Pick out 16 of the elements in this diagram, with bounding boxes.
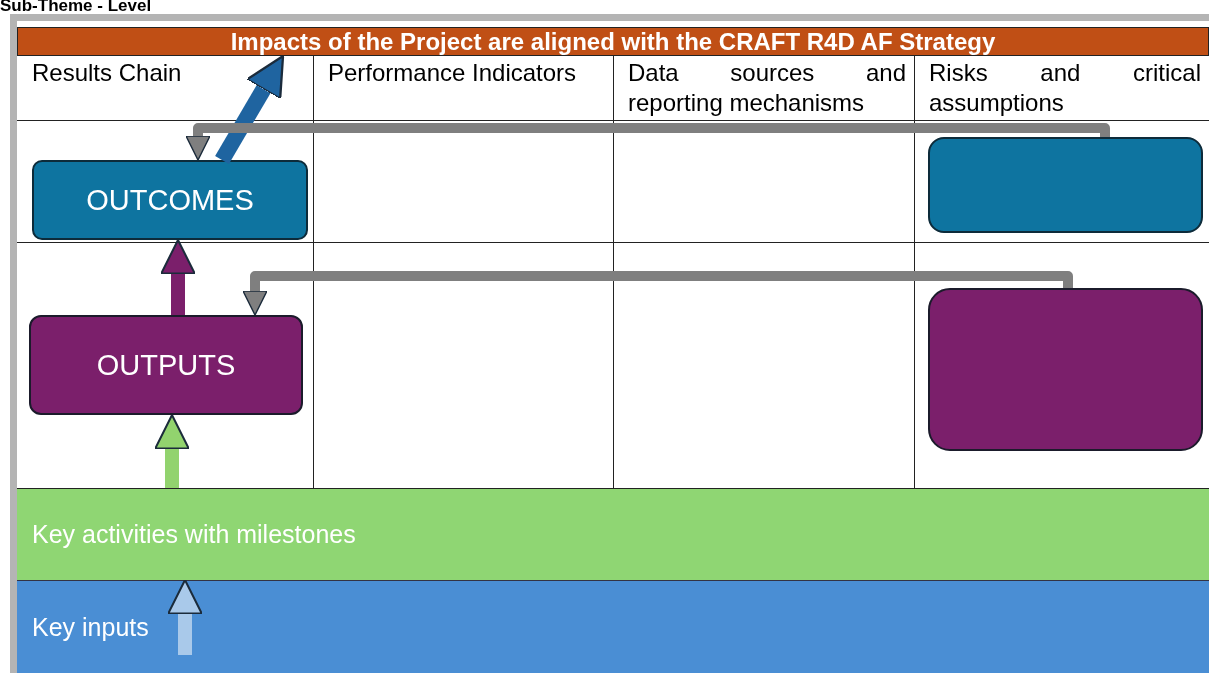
arrow bbox=[160, 239, 196, 315]
column-header: Data sources and reporting mechanisms bbox=[628, 58, 906, 118]
assumption-box bbox=[928, 137, 1203, 233]
arrow bbox=[167, 579, 203, 655]
outputs-box: OUTPUTS bbox=[29, 315, 303, 415]
impacts-band: Impacts of the Project are aligned with the CRAFT R4D AF Strategy bbox=[17, 27, 1209, 56]
assumption-box bbox=[928, 288, 1203, 451]
column-header: Results Chain bbox=[32, 58, 183, 88]
column-header: Risks and critical assumptions bbox=[929, 58, 1201, 118]
activities-band: Key activities with milestones bbox=[17, 488, 1209, 580]
inputs-band: Key inputs bbox=[17, 580, 1209, 673]
column-header: Performance Indicators bbox=[328, 58, 578, 88]
arrow bbox=[185, 123, 1110, 161]
arrow bbox=[242, 271, 1073, 316]
outcomes-box: OUTCOMES bbox=[32, 160, 308, 240]
arrow bbox=[154, 414, 190, 488]
